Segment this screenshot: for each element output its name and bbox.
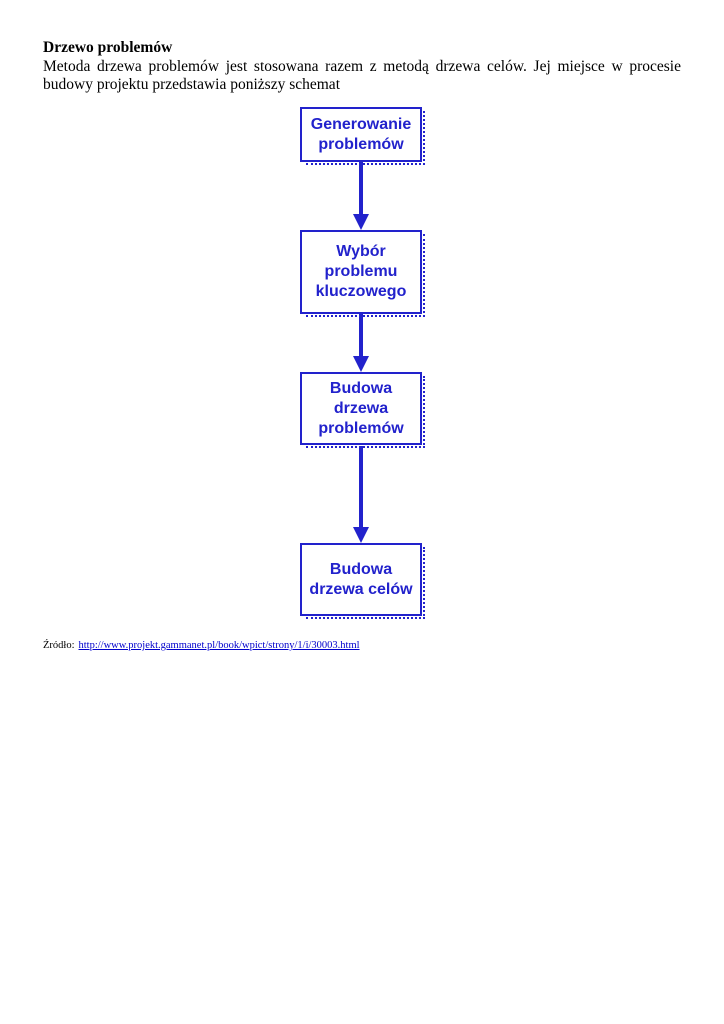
flow-box-label: Wybór problemu kluczowego [315,243,407,300]
arrow-head [353,356,369,372]
arrow-shaft [359,162,363,214]
flow-box-generowanie-problemow: Generowanie problemów [300,107,425,165]
source-line: Źródło:http://www.projekt.gammanet.pl/bo… [43,639,360,652]
page-title: Drzewo problemów [43,39,173,56]
intro-paragraph: Metoda drzewa problemów jest stosowana r… [43,57,681,94]
flow-box-wybor-problemu-kluczowego: Wybór problemu kluczowego [300,230,425,317]
down-arrow-icon [353,162,369,230]
down-arrow-icon [353,314,369,372]
arrow-shaft [359,446,363,527]
flow-box-label: Budowa drzewa celów [309,560,413,598]
flow-box-budowa-drzewa-problemow: Budowa drzewa problemów [300,372,425,448]
arrow-head [353,527,369,543]
source-link[interactable]: http://www.projekt.gammanet.pl/book/wpic… [78,640,360,651]
flow-box-label: Budowa drzewa problemów [318,379,404,437]
down-arrow-icon [353,446,369,543]
header-block: Drzewo problemów Metoda drzewa problemów… [43,39,681,95]
source-label: Źródło: [43,640,75,651]
flow-box-budowa-drzewa-celow: Budowa drzewa celów [300,543,425,619]
arrow-shaft [359,314,363,356]
flow-box-label: Generowanie problemów [310,115,412,153]
arrow-head [353,214,369,230]
